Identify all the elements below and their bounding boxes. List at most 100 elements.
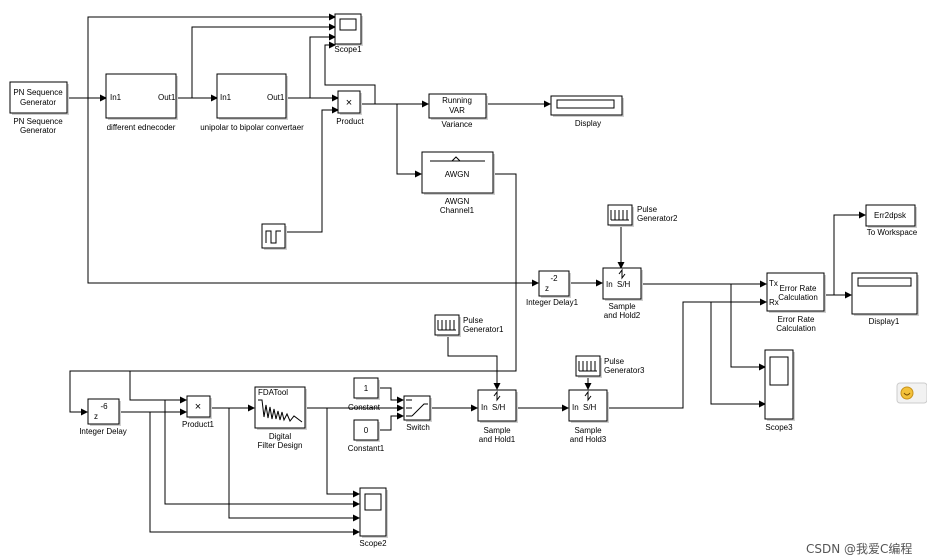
sample-hold2-block[interactable]: In S/H bbox=[602, 267, 643, 301]
sample-hold1-label: S/H bbox=[492, 403, 506, 412]
display-screen-icon bbox=[556, 99, 615, 109]
scope3-caption: Scope3 bbox=[765, 423, 793, 432]
unipolar-in-port: In1 bbox=[220, 93, 232, 102]
sample-hold2-caption-line1: Sample bbox=[608, 302, 636, 311]
unipolar-bipolar-subsystem-block[interactable]: In1 Out1 bbox=[216, 73, 288, 120]
filter-response-icon bbox=[258, 399, 303, 423]
error-rate-tx-port: Tx bbox=[769, 279, 778, 288]
variance-block[interactable]: Running VAR bbox=[428, 93, 488, 120]
sample-hold1-trigger-icon bbox=[493, 390, 501, 402]
integer-delay-caption: Integer Delay bbox=[79, 427, 127, 436]
integer-delay1-z: z bbox=[545, 284, 549, 293]
integer-delay1-block[interactable]: -2 z bbox=[538, 270, 571, 298]
variance-inner-line2: VAR bbox=[449, 106, 465, 115]
diff-encoder-caption: different ednecoder bbox=[107, 123, 176, 132]
sample-hold1-caption-line1: Sample bbox=[483, 426, 511, 435]
pulse-generator1-caption-line2: Generator1 bbox=[463, 325, 504, 334]
pulse-generator3-caption-line2: Generator3 bbox=[604, 366, 645, 375]
error-rate-inner-line2: Calculation bbox=[778, 293, 818, 302]
constant1-caption: Constant1 bbox=[348, 444, 385, 453]
error-rate-caption-line2: Calculation bbox=[776, 324, 816, 333]
scope2-caption: Scope2 bbox=[359, 539, 387, 548]
pulse-generator3-icon bbox=[578, 361, 597, 372]
scope3-block[interactable] bbox=[764, 349, 795, 421]
pulse-generator1-icon bbox=[437, 320, 456, 331]
constant-value: 1 bbox=[364, 384, 369, 393]
sample-hold1-block[interactable]: In S/H bbox=[477, 389, 518, 423]
awgn-caption-line1: AWGN bbox=[445, 197, 470, 206]
pulse-generator2-caption-line2: Generator2 bbox=[637, 214, 678, 223]
constant-block[interactable]: 1 bbox=[353, 377, 380, 400]
sample-hold1-in-port: In bbox=[481, 403, 488, 412]
awgn-inner-label: AWGN bbox=[445, 170, 470, 179]
awgn-caption-line2: Channel1 bbox=[440, 206, 475, 215]
to-workspace-variable: Err2dpsk bbox=[874, 211, 907, 220]
display-block[interactable] bbox=[550, 95, 624, 117]
sample-hold3-label: S/H bbox=[583, 403, 597, 412]
smiley-icon bbox=[900, 386, 914, 400]
constant1-block[interactable]: 0 bbox=[353, 419, 380, 442]
carrier-source-block[interactable] bbox=[261, 223, 287, 250]
scope3-screen-icon bbox=[769, 356, 789, 386]
sample-hold3-in-port: In bbox=[572, 403, 579, 412]
digital-filter-design-block[interactable]: FDATool bbox=[254, 386, 307, 430]
pn-generator-caption-line1: PN Sequence bbox=[13, 117, 63, 126]
sample-hold1-caption-line2: and Hold1 bbox=[479, 435, 516, 444]
fda-caption-line2: Filter Design bbox=[258, 441, 303, 450]
watermark-text: CSDN @我爱C编程 bbox=[806, 541, 912, 556]
constant1-value: 0 bbox=[364, 426, 369, 435]
pulse-generator1-block[interactable] bbox=[434, 314, 461, 337]
unipolar-out-port: Out1 bbox=[267, 93, 285, 102]
product-block[interactable]: × bbox=[337, 90, 362, 115]
carrier-waveform-icon bbox=[265, 230, 281, 244]
product1-multiply-icon: × bbox=[195, 401, 201, 413]
product-multiply-icon: × bbox=[346, 97, 352, 109]
product1-block[interactable]: × bbox=[186, 395, 212, 419]
display1-block[interactable] bbox=[851, 272, 919, 316]
sample-hold2-label: S/H bbox=[617, 280, 631, 289]
variance-caption: Variance bbox=[442, 120, 474, 129]
display1-caption: Display1 bbox=[869, 317, 900, 326]
diff-encoder-in-port: In1 bbox=[110, 93, 122, 102]
constant-caption: Constant bbox=[348, 403, 381, 412]
error-rate-inner-line1: Error Rate bbox=[780, 284, 817, 293]
signal-lines bbox=[68, 13, 866, 536]
pulse-generator3-caption-line1: Pulse bbox=[604, 357, 625, 366]
sample-hold3-caption-line1: Sample bbox=[574, 426, 602, 435]
to-workspace-caption: To Workspace bbox=[867, 228, 918, 237]
scope1-block[interactable] bbox=[334, 13, 363, 46]
switch-block[interactable] bbox=[403, 395, 432, 422]
pulse-generator2-block[interactable] bbox=[607, 204, 634, 227]
sample-hold3-block[interactable]: In S/H bbox=[568, 389, 609, 423]
product-caption: Product bbox=[336, 117, 364, 126]
integer-delay1-exponent: -2 bbox=[550, 274, 558, 283]
switch-icon bbox=[406, 399, 428, 417]
pulse-generator2-caption-line1: Pulse bbox=[637, 205, 658, 214]
diff-encoder-out-port: Out1 bbox=[158, 93, 176, 102]
unipolar-caption: unipolar to bipolar convertaer bbox=[200, 123, 304, 132]
sample-hold2-in-port: In bbox=[606, 280, 613, 289]
diff-encoder-subsystem-block[interactable]: In1 Out1 bbox=[105, 73, 178, 120]
integer-delay-block[interactable]: -6 z bbox=[87, 398, 121, 426]
variance-inner-line1: Running bbox=[442, 96, 472, 105]
to-workspace-block[interactable]: Err2dpsk bbox=[865, 204, 917, 228]
pulse-generator1-caption-line1: Pulse bbox=[463, 316, 484, 325]
error-rate-calculation-block[interactable]: Tx Rx Error Rate Calculation bbox=[766, 272, 826, 313]
pn-sequence-generator-block[interactable]: PN Sequence Generator bbox=[9, 81, 69, 115]
awgn-channel-block[interactable]: AWGN bbox=[421, 151, 495, 195]
side-widget-button[interactable] bbox=[896, 382, 927, 404]
fdatool-label: FDATool bbox=[258, 388, 288, 397]
error-rate-rx-port: Rx bbox=[769, 298, 779, 307]
switch-caption: Switch bbox=[406, 423, 430, 432]
display1-screen-icon bbox=[857, 277, 912, 287]
scope2-block[interactable] bbox=[359, 487, 388, 538]
pulse-generator3-block[interactable] bbox=[575, 355, 602, 378]
fda-caption-line1: Digital bbox=[269, 432, 291, 441]
sample-hold2-trigger-icon bbox=[618, 268, 626, 280]
sample-hold2-caption-line2: and Hold2 bbox=[604, 311, 641, 320]
pn-generator-caption-line2: Generator bbox=[20, 126, 56, 135]
product1-caption: Product1 bbox=[182, 420, 215, 429]
display-caption: Display bbox=[575, 119, 601, 128]
sample-hold3-caption-line2: and Hold3 bbox=[570, 435, 607, 444]
